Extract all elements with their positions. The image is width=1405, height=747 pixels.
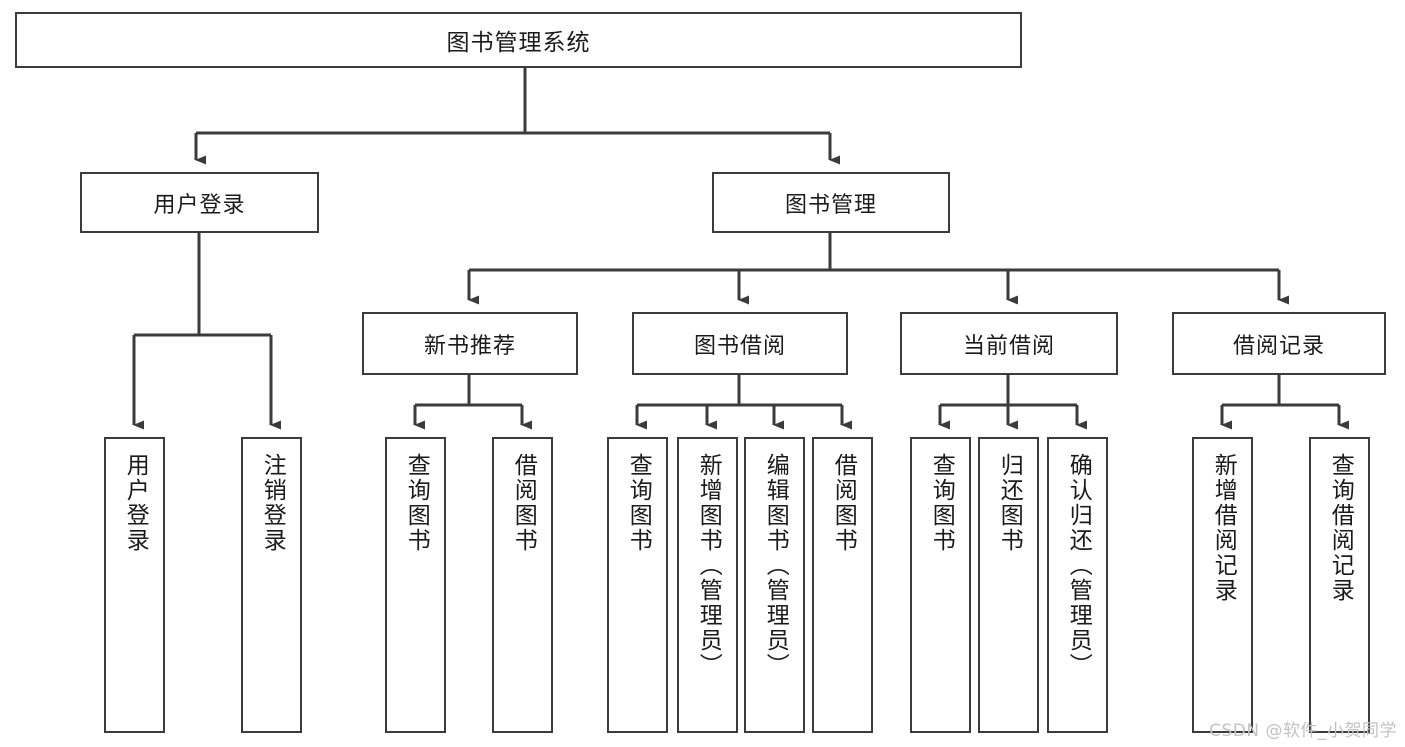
leaf-label: 编辑图书（管理员） <box>762 453 789 678</box>
leaf-label: 借阅图书 <box>510 453 537 553</box>
leaf-confirm-return-admin[interactable]: 确认归还（管理员） <box>1047 437 1108 733</box>
leaf-label: 新增图书（管理员） <box>695 453 722 678</box>
leaf-borrow-book-new[interactable]: 借阅图书 <box>492 437 553 733</box>
leaf-query-book-current[interactable]: 查询图书 <box>910 437 971 733</box>
leaf-user-login[interactable]: 用户登录 <box>104 437 165 733</box>
leaf-label: 用户登录 <box>122 453 149 553</box>
leaf-query-book-new[interactable]: 查询图书 <box>385 437 446 733</box>
leaf-label: 确认归还（管理员） <box>1065 453 1092 678</box>
leaf-label: 查询图书 <box>403 453 430 553</box>
node-root-system[interactable]: 图书管理系统 <box>15 12 1022 68</box>
node-label: 图书管理系统 <box>446 30 591 56</box>
node-label: 用户登录 <box>153 192 246 218</box>
node-label: 当前借阅 <box>962 333 1055 359</box>
leaf-label: 借阅图书 <box>830 453 857 553</box>
leaf-add-book-admin[interactable]: 新增图书（管理员） <box>677 437 738 733</box>
node-book-borrow[interactable]: 图书借阅 <box>632 312 848 375</box>
leaf-label: 归还图书 <box>996 453 1023 553</box>
leaf-label: 新增借阅记录 <box>1210 453 1237 603</box>
node-current-borrow[interactable]: 当前借阅 <box>900 312 1118 375</box>
node-label: 图书管理 <box>784 192 877 218</box>
watermark-text: CSDN @软件_小贺同学 <box>1209 721 1397 741</box>
node-new-book-recommend[interactable]: 新书推荐 <box>362 312 578 375</box>
node-label: 图书借阅 <box>693 333 786 359</box>
leaf-label: 查询借阅记录 <box>1327 453 1354 603</box>
leaf-edit-book-admin[interactable]: 编辑图书（管理员） <box>744 437 805 733</box>
leaf-label: 查询图书 <box>625 453 652 553</box>
node-user-login[interactable]: 用户登录 <box>80 172 319 233</box>
leaf-add-borrow-record[interactable]: 新增借阅记录 <box>1192 437 1253 733</box>
leaf-return-book[interactable]: 归还图书 <box>978 437 1039 733</box>
node-label: 借阅记录 <box>1232 333 1325 359</box>
node-borrow-record[interactable]: 借阅记录 <box>1172 312 1386 375</box>
leaf-query-book-borrow[interactable]: 查询图书 <box>607 437 668 733</box>
leaf-query-borrow-record[interactable]: 查询借阅记录 <box>1309 437 1370 733</box>
node-book-management[interactable]: 图书管理 <box>712 172 950 233</box>
leaf-logout[interactable]: 注销登录 <box>241 437 302 733</box>
leaf-label: 查询图书 <box>928 453 955 553</box>
node-label: 新书推荐 <box>423 333 516 359</box>
leaf-borrow-book[interactable]: 借阅图书 <box>812 437 873 733</box>
leaf-label: 注销登录 <box>259 453 286 553</box>
